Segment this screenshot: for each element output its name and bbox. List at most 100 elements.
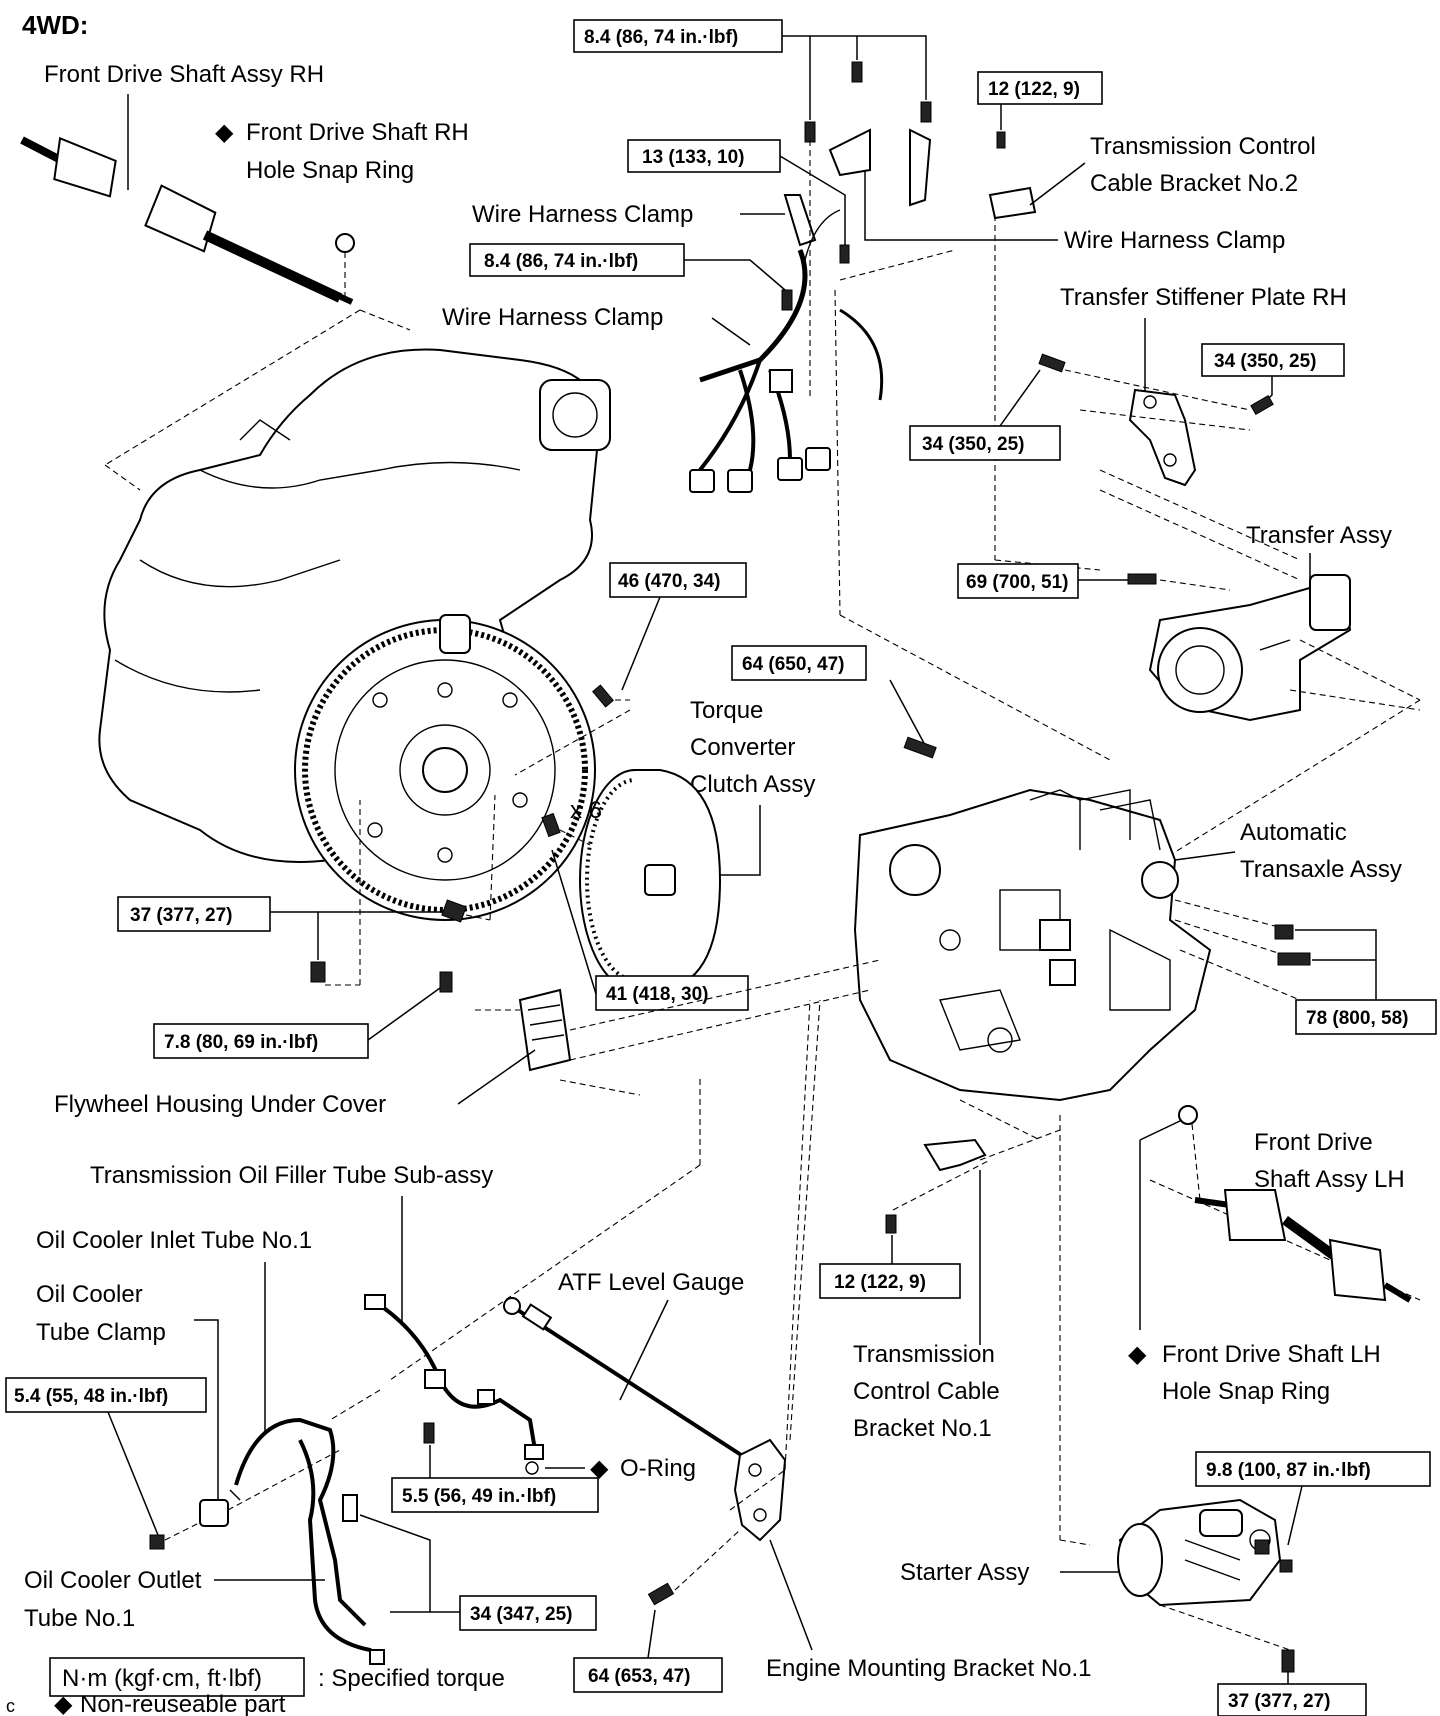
snap-ring-lh-part	[1178, 1105, 1198, 1125]
bolt-count-label: x 6	[570, 797, 602, 824]
automatic-transaxle-label: Automatic	[1240, 819, 1347, 846]
outlet-tube-label-2: Tube No.1	[24, 1605, 135, 1632]
front-drive-lh-label-2: Shaft Assy LH	[1254, 1166, 1405, 1193]
tcc-bracket1-label-3: Bracket No.1	[853, 1415, 992, 1442]
engine-bracket-part	[733, 1438, 787, 1542]
snap-ring-lh-label: Front Drive Shaft LH	[1162, 1341, 1381, 1368]
wire-harness-part	[689, 209, 884, 493]
tube-clamp-label-2: Tube Clamp	[36, 1319, 166, 1346]
torque-box-clamp-1	[627, 139, 781, 173]
wire-harness-clamp-c-label: Wire Harness Clamp	[442, 304, 663, 331]
torque-bracket1: 12 (122, 9)	[834, 1272, 926, 1293]
torque-converter-part	[579, 769, 722, 991]
automatic-transaxle-label-2: Transaxle Assy	[1240, 856, 1402, 883]
starter-assy-part	[1117, 1498, 1282, 1607]
torque-box-outlet	[459, 1595, 597, 1631]
torque-box-engine	[117, 896, 271, 932]
front-drive-lh-label: Front Drive	[1254, 1129, 1373, 1156]
front-drive-shaft-rh-part	[20, 136, 355, 305]
engine-bracket-label: Engine Mounting Bracket No.1	[766, 1655, 1092, 1682]
front-drive-shaft-rh-label: Front Drive Shaft Assy RH	[44, 61, 324, 88]
transfer-stiffener-part	[1128, 388, 1197, 487]
legend-non-reusable: Non-reuseable part	[80, 1691, 286, 1716]
snap-ring-rh-label: Front Drive Shaft RH	[246, 119, 469, 146]
filler-tube-part	[364, 1294, 544, 1460]
torque-box-converter	[595, 975, 749, 1011]
tcc-bracket1-label-2: Control Cable	[853, 1378, 1000, 1405]
torque-clamp-2: 8.4 (86, 74 in.·lbf)	[484, 251, 638, 272]
drive-plate-part	[294, 614, 596, 921]
torque-clamp-bolt: 5.4 (55, 48 in.·lbf)	[14, 1386, 168, 1407]
torque-box-cover	[153, 1023, 369, 1059]
torque-mount: 64 (653, 47)	[588, 1666, 690, 1687]
flywheel-cover-label: Flywheel Housing Under Cover	[54, 1091, 386, 1118]
torque-cover: 7.8 (80, 69 in.·lbf)	[164, 1032, 318, 1053]
diagram-heading: 4WD:	[22, 10, 88, 40]
torque-box-clamp-2	[469, 243, 685, 277]
atf-gauge-part	[503, 1297, 754, 1464]
torque-box-starter-top	[1195, 1451, 1431, 1487]
torque-starter-top: 9.8 (100, 87 in.·lbf)	[1206, 1460, 1371, 1481]
snap-ring-rh-label-2: Hole Snap Ring	[246, 157, 414, 184]
torque-starter-bot: 37 (377, 27)	[1228, 1691, 1330, 1712]
legend-unit-text: N·m (kgf·cm, ft·lbf)	[62, 1665, 262, 1692]
torque-box-transaxle	[1295, 999, 1437, 1035]
torque-box-starter-bot	[1217, 1683, 1367, 1716]
oil-cooler-tubes-part	[199, 1417, 385, 1665]
torque-top-2: 12 (122, 9)	[988, 79, 1080, 100]
torque-stiffener-l: 34 (350, 25)	[922, 434, 1024, 455]
top-bolts	[804, 61, 1006, 149]
transfer-assy-part	[1148, 574, 1352, 722]
legend-diamond: ◆	[54, 1691, 73, 1716]
torque-transaxle: 78 (800, 58)	[1306, 1008, 1408, 1029]
torque-engine: 37 (377, 27)	[130, 905, 232, 926]
torque-box-tcc	[731, 645, 867, 681]
front-drive-shaft-lh-part	[1194, 1189, 1412, 1303]
tcc-bracket1-label: Transmission	[853, 1341, 995, 1368]
torque-box-flywheel	[609, 562, 747, 598]
legend-specified-torque: : Specified torque	[318, 1665, 505, 1692]
torque-box-transfer	[957, 563, 1079, 599]
starter-label: Starter Assy	[900, 1559, 1029, 1586]
automatic-transaxle-part	[853, 788, 1212, 1102]
torque-transfer: 69 (700, 51)	[966, 572, 1068, 593]
flywheel-cover-part	[518, 988, 572, 1072]
inlet-tube-label: Oil Cooler Inlet Tube No.1	[36, 1227, 312, 1254]
torque-box-top-2	[977, 71, 1103, 105]
filler-tube-label: Transmission Oil Filler Tube Sub-assy	[90, 1162, 493, 1189]
transfer-assy-label: Transfer Assy	[1246, 522, 1392, 549]
tcc-bracket2-part	[988, 186, 1037, 220]
diamond-marker: ◆	[215, 119, 234, 146]
wire-harness-clamp-b-label: Wire Harness Clamp	[1064, 227, 1285, 254]
torque-box-stiffener-r	[1201, 343, 1345, 377]
legend-unit-box	[49, 1657, 305, 1697]
wire-harness-clamp-a-label: Wire Harness Clamp	[472, 201, 693, 228]
torque-filler: 5.5 (56, 49 in.·lbf)	[402, 1486, 556, 1507]
harness-clamp-top-part	[828, 128, 871, 177]
torque-converter-label-3: Clutch Assy	[690, 771, 815, 798]
torque-converter: 41 (418, 30)	[606, 984, 708, 1005]
tcc-bracket1-part	[923, 1138, 987, 1172]
torque-stiffener-r: 34 (350, 25)	[1214, 351, 1316, 372]
tube-clamp-label: Oil Cooler	[36, 1281, 143, 1308]
torque-box-stiffener-l	[909, 425, 1061, 461]
torque-tcc: 64 (650, 47)	[742, 654, 844, 675]
o-ring-diamond: ◆	[590, 1455, 609, 1482]
transfer-stiffener-label: Transfer Stiffener Plate RH	[1060, 284, 1347, 311]
torque-box-clamp-bolt	[5, 1377, 207, 1413]
snap-ring-lh-diamond: ◆	[1128, 1341, 1147, 1368]
corner-letter: c	[6, 1696, 15, 1716]
o-ring-label: O-Ring	[620, 1455, 696, 1482]
outlet-tube-label: Oil Cooler Outlet	[24, 1567, 202, 1594]
torque-box-bracket1	[819, 1263, 961, 1299]
torque-outlet: 34 (347, 25)	[470, 1604, 572, 1625]
snap-ring-lh-label-2: Hole Snap Ring	[1162, 1378, 1330, 1405]
torque-box-filler	[391, 1477, 599, 1513]
torque-flywheel: 46 (470, 34)	[618, 571, 720, 592]
tcc-bracket2-label-2: Cable Bracket No.2	[1090, 170, 1298, 197]
torque-converter-label: Torque	[690, 697, 763, 724]
torque-clamp-1: 13 (133, 10)	[642, 147, 744, 168]
atf-gauge-label: ATF Level Gauge	[558, 1269, 744, 1296]
torque-converter-label-2: Converter	[690, 734, 795, 761]
